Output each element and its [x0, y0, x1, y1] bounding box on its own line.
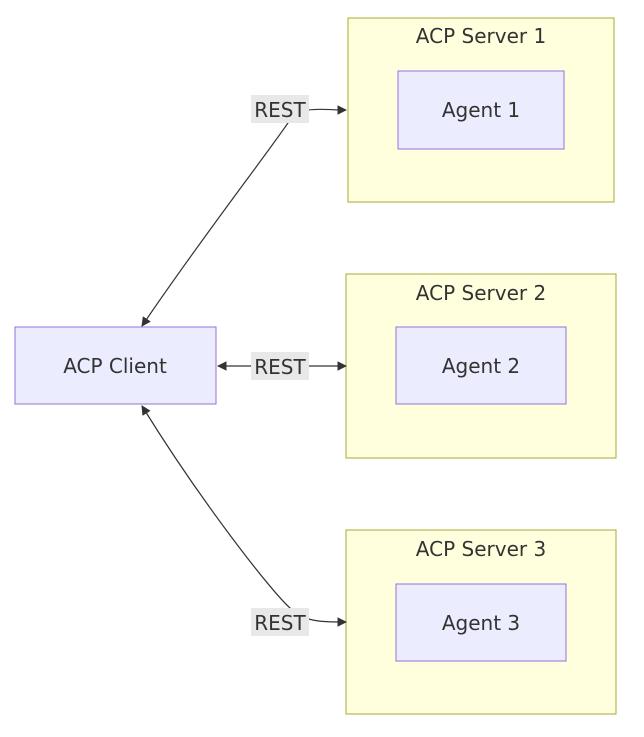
server-2-title: ACP Server 2 [416, 281, 546, 305]
edge-label-2-text: REST [254, 355, 306, 379]
agent-3-node[interactable] [395, 583, 567, 662]
server-cluster-2: ACP Server 2 Agent 2 [345, 273, 617, 459]
edge-label-2-bg [251, 352, 309, 380]
server-3-title: ACP Server 3 [416, 537, 546, 561]
server-cluster-3: ACP Server 3 Agent 3 [345, 529, 617, 715]
edge-label-1-text: REST [254, 98, 306, 122]
edge-label-3-bg [251, 608, 309, 636]
acp-client-label: ACP Client [63, 354, 167, 378]
agent-2-node[interactable] [395, 326, 567, 405]
agent-1-label: Agent 1 [442, 98, 520, 122]
edge-label-3-text: REST [254, 611, 306, 635]
edge-label-3: REST [251, 608, 309, 636]
agent-3-label: Agent 3 [442, 611, 520, 635]
client-node-group: ACP Client [14, 326, 217, 405]
edge-label-2: REST [251, 352, 309, 380]
agent-2-label: Agent 2 [442, 354, 520, 378]
edge-label-1: REST [251, 95, 309, 123]
acp-client-node[interactable] [14, 326, 217, 405]
edge-client-server-3 [141, 405, 347, 627]
agent-1-node[interactable] [397, 70, 565, 150]
server-cluster-1: ACP Server 1 Agent 1 [347, 17, 615, 203]
edge-label-1-bg [251, 95, 309, 123]
server-1-title: ACP Server 1 [416, 24, 546, 48]
edge-client-server-1 [141, 105, 347, 327]
